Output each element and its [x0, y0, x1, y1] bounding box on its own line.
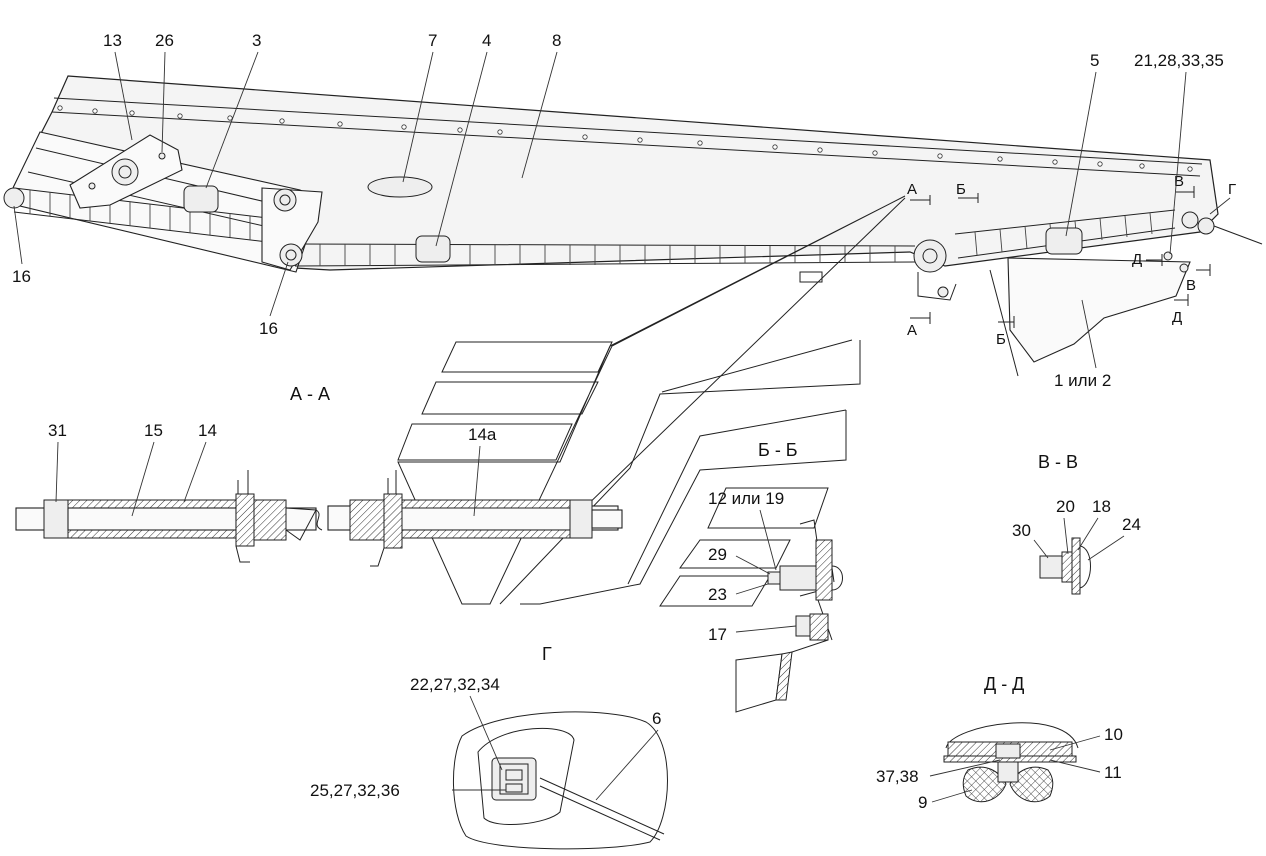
bearing-left	[235, 493, 255, 547]
roller-16-lower	[279, 243, 303, 267]
title-d-d: Д - Д	[984, 674, 1024, 694]
callout-14a: 14а	[468, 425, 497, 444]
section-b-b: Б - Б 12 или 19 29 23 17	[708, 440, 843, 713]
callout-30: 30	[1012, 521, 1031, 540]
title-v-v: В - В	[1038, 452, 1078, 472]
roller-16-left	[3, 187, 25, 209]
section-marks: А А Б Б В В Г Д Д	[907, 173, 1236, 348]
frame-4	[707, 487, 829, 529]
housing-top-edge	[51, 111, 1201, 177]
bolt-12-19	[779, 565, 817, 591]
callout-29: 29	[708, 545, 727, 564]
housing-flange	[53, 97, 1203, 165]
mark-v-top: В	[1174, 173, 1184, 190]
callout-22-27-32-34: 22,27,32,34	[410, 675, 500, 694]
plug-10	[995, 743, 1021, 759]
nut-31	[43, 499, 69, 539]
callout-5: 5	[1090, 51, 1099, 70]
title-a-a: А - А	[290, 384, 330, 404]
tube-14	[67, 499, 237, 509]
title-b-b: Б - Б	[758, 440, 798, 460]
mark-a-top: А	[907, 181, 917, 198]
slat-window-5	[1045, 227, 1083, 255]
callout-11: 11	[1104, 763, 1122, 782]
roller-16-upper	[273, 188, 297, 212]
end-cap-g	[1181, 211, 1199, 229]
lower-chute	[1007, 257, 1191, 363]
mark-d-bottom: Д	[1172, 309, 1182, 326]
bolt-17	[795, 615, 811, 637]
main-view	[3, 75, 1263, 377]
view-g: Г 22,27,32,34 6 25,27,32,36	[310, 644, 668, 850]
mark-b-top: Б	[956, 181, 966, 198]
callout-8: 8	[552, 31, 561, 50]
callout-16-lower: 16	[259, 319, 278, 338]
wing-nut-9	[962, 766, 1007, 803]
tensioner-bolt	[111, 158, 139, 186]
callout-4: 4	[482, 31, 491, 50]
side-bracket	[261, 187, 323, 271]
mark-a-bottom: А	[907, 322, 917, 339]
frame-1	[441, 341, 613, 373]
section-d-d: Д - Д 10 11 37,38 9	[876, 674, 1123, 812]
drive-sprocket	[913, 239, 947, 273]
callout-31: 31	[48, 421, 67, 440]
lower-part-b	[735, 653, 783, 713]
frame-2	[421, 381, 599, 415]
frame-3	[397, 423, 573, 461]
callout-16-left: 16	[12, 267, 31, 286]
section-a-a: А - А 31 15 14 14а	[15, 384, 623, 567]
main-callouts: 13 26 3 7 4 8 5 21,28,33,35 16 16 1 или …	[12, 31, 1224, 390]
callout-23: 23	[708, 585, 727, 604]
frame-5	[679, 539, 791, 569]
view-g-outline	[452, 711, 668, 850]
callout-18: 18	[1092, 497, 1111, 516]
callout-6: 6	[652, 709, 661, 728]
callout-25-27-32-36: 25,27,32,36	[310, 781, 400, 800]
tube-14a	[401, 499, 571, 509]
callout-13: 13	[103, 31, 122, 50]
inspection-hatch-7	[367, 176, 433, 198]
callout-21-28-33-35: 21,28,33,35	[1134, 51, 1224, 70]
mark-v-bottom: В	[1186, 277, 1196, 294]
slat-window-4	[415, 235, 451, 263]
rod-6	[539, 777, 665, 841]
title-g: Г	[542, 644, 552, 664]
callout-26: 26	[155, 31, 174, 50]
callout-15: 15	[144, 421, 163, 440]
callout-14: 14	[198, 421, 217, 440]
cover-d	[945, 722, 1079, 749]
callout-12-or-19: 12 или 19	[708, 489, 784, 508]
mark-b-bottom: Б	[996, 331, 1006, 348]
callout-3: 3	[252, 31, 261, 50]
mark-g: Г	[1228, 181, 1236, 198]
callout-7: 7	[428, 31, 437, 50]
mark-d-top: Д	[1132, 251, 1142, 268]
callout-37-38: 37,38	[876, 767, 919, 786]
bearing-right	[349, 499, 385, 541]
callout-9: 9	[918, 793, 927, 812]
section-v-v: В - В 30 20 18 24	[1012, 452, 1141, 595]
slat-window-3	[183, 185, 219, 213]
bolt-30	[1039, 555, 1063, 579]
callout-20: 20	[1056, 497, 1075, 516]
rivet-row	[57, 105, 1193, 172]
end-collar	[569, 499, 593, 539]
callout-24: 24	[1122, 515, 1141, 534]
callout-1-or-2: 1 или 2	[1054, 371, 1111, 390]
hole-26	[158, 152, 166, 160]
callout-17: 17	[708, 625, 727, 644]
frame-6	[659, 575, 771, 607]
callout-10: 10	[1104, 725, 1123, 744]
